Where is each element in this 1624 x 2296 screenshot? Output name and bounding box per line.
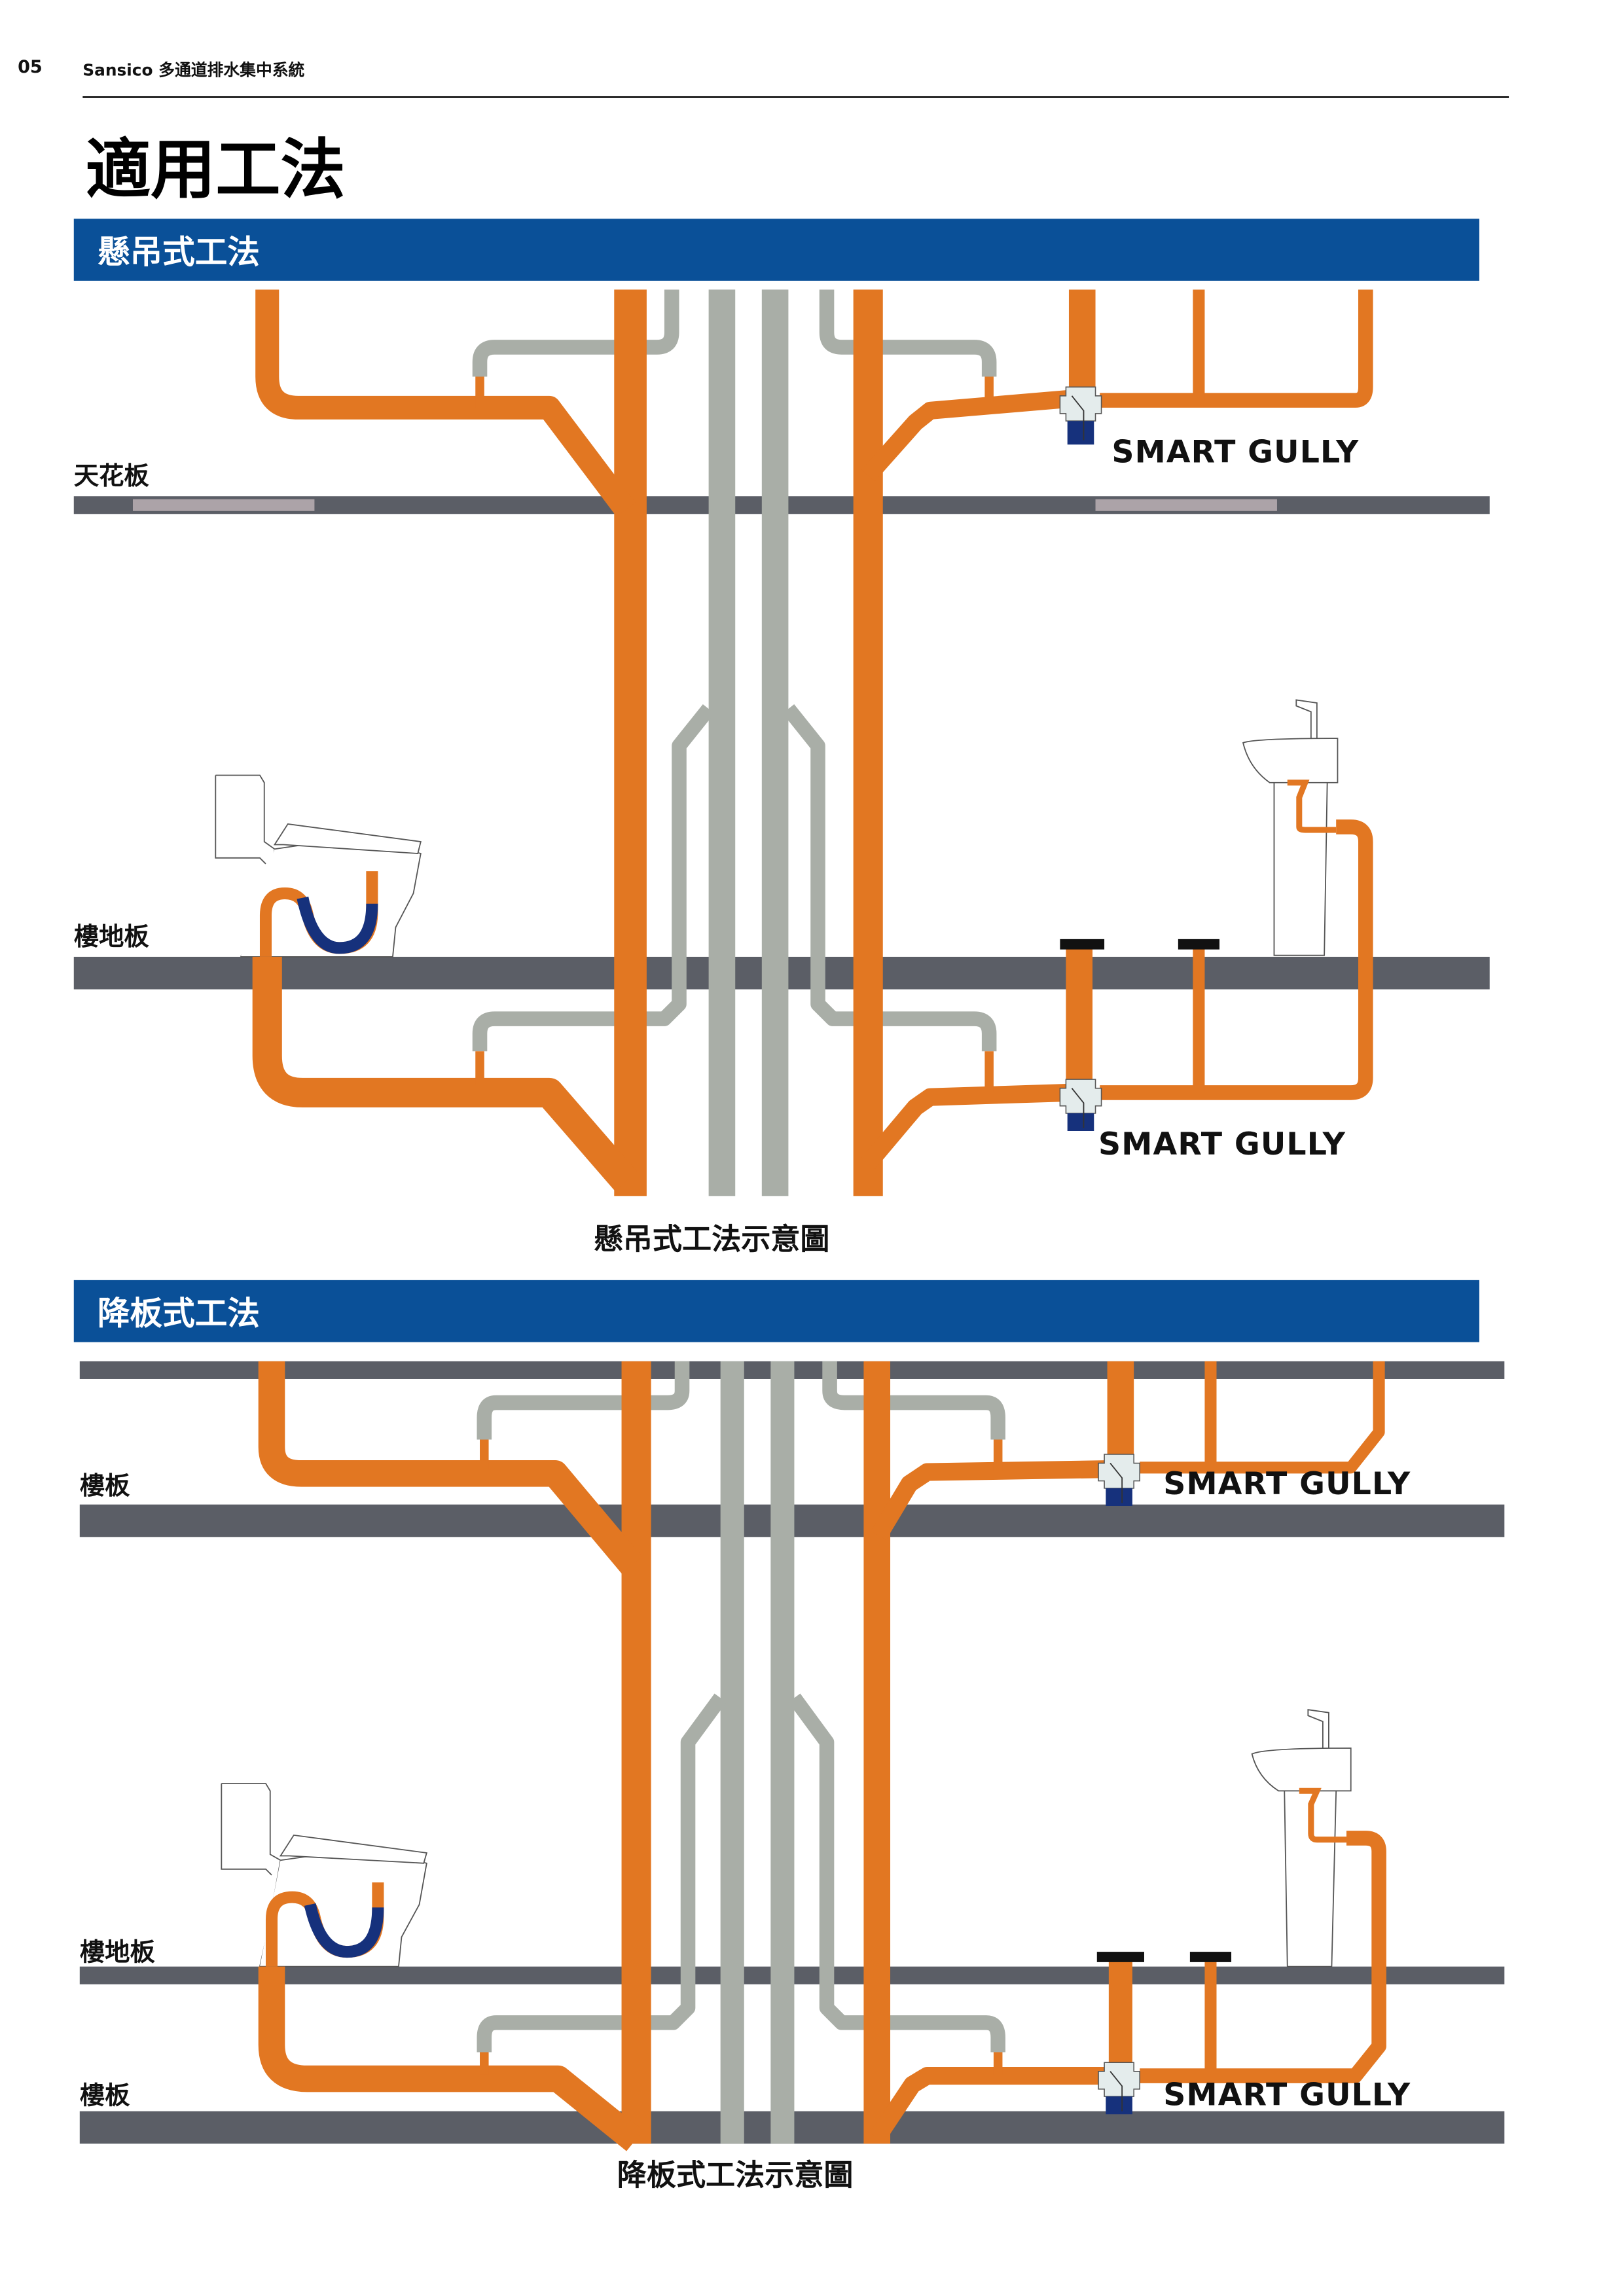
floor-drain-icon <box>1189 1952 1232 1962</box>
drain-branch <box>255 289 636 517</box>
drain-stack-pipe <box>614 289 647 1196</box>
smart-gully-icon <box>1098 2062 1141 2115</box>
toilet-icon <box>215 774 422 958</box>
page-number: 05 <box>18 57 43 77</box>
smart-gully-label: SMART GULLY <box>1163 1466 1411 1502</box>
smart-gully-label: SMART GULLY <box>1163 2077 1411 2113</box>
vent-branch <box>782 704 997 1052</box>
drain-stack-pipe <box>863 1361 891 2144</box>
drain-branch <box>1140 1361 1385 1474</box>
drain-branch <box>1140 1831 1386 2083</box>
ceiling-label: 天花板 <box>74 461 150 491</box>
drain-branch <box>861 1083 1070 1170</box>
drain-branch <box>1100 289 1373 408</box>
section-title-bar <box>73 219 1479 281</box>
slab-label: 樓板 <box>80 1471 130 1501</box>
drain-branch <box>258 1361 642 1574</box>
drain-stacks <box>614 289 883 1196</box>
vent-branch <box>472 289 679 377</box>
vent-stack-pipe <box>708 289 736 1196</box>
vent-branch <box>822 1361 1005 1440</box>
drain-branch <box>252 956 638 1191</box>
section-sunken-slab: 降板式工法 樓板 樓地板 樓板 <box>73 1280 1505 2192</box>
header-rule <box>82 96 1509 98</box>
smart-gully-icon <box>1059 386 1102 445</box>
page-title: 適用工法 <box>86 133 346 208</box>
vent-stacks <box>472 289 997 1196</box>
smart-gully-label: SMART GULLY <box>1111 434 1359 470</box>
drain-branch <box>861 389 1070 482</box>
drain-branch <box>869 2067 1111 2143</box>
washbasin-icon <box>1242 699 1339 956</box>
section-title: 降板式工法 <box>98 1295 260 1333</box>
vent-stacks <box>477 1361 1005 2144</box>
floor-drain-icon <box>1096 1952 1144 1962</box>
ceiling-panel <box>1095 499 1277 511</box>
drain-branch <box>871 1460 1111 1541</box>
ceiling-panel <box>132 499 315 511</box>
smart-gully-icon <box>1059 1079 1102 1132</box>
vent-branch <box>472 704 715 1052</box>
drain-branch <box>1100 819 1373 1100</box>
vent-branch <box>788 1693 1005 2053</box>
drain-stack-pipe <box>853 289 883 1196</box>
vent-branch <box>819 289 997 377</box>
vent-stack-pipe <box>720 1361 744 2144</box>
section-title-bar <box>73 1280 1479 1342</box>
smart-gully-label: SMART GULLY <box>1098 1126 1346 1162</box>
section-suspended: 懸吊式工法 天花板 樓地板 <box>73 219 1490 1256</box>
vent-branch <box>477 1693 727 2053</box>
floor-drain-icon <box>1060 939 1105 950</box>
floor-label: 樓地板 <box>80 1938 156 1967</box>
diagram-caption: 降板式工法示意圖 <box>617 2157 854 2192</box>
washbasin-icon <box>1251 1709 1352 1967</box>
toilet-icon <box>221 1783 427 1967</box>
section-title: 懸吊式工法 <box>98 233 260 271</box>
drain-branch <box>258 1966 643 2151</box>
diagram-caption: 懸吊式工法示意圖 <box>594 1221 830 1256</box>
floor-label: 樓地板 <box>74 922 150 952</box>
vent-stack-pipe <box>761 289 789 1196</box>
vent-stack-pipe <box>770 1361 795 2144</box>
floor-drain-icon <box>1178 939 1220 950</box>
smart-gully-icon <box>1098 1454 1141 1506</box>
brand-title: Sansico 多通道排水集中系統 <box>82 60 304 79</box>
drain-stack-pipe <box>621 1361 651 2144</box>
slab-label: 樓板 <box>80 2081 130 2110</box>
vent-branch <box>477 1361 690 1440</box>
